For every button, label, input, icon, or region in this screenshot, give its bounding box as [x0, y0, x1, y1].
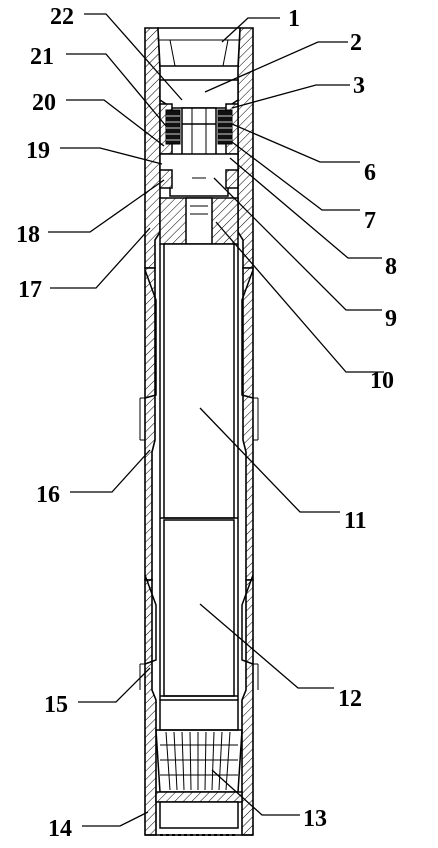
label-16: 16 — [36, 482, 60, 508]
lower-inner-tube — [163, 519, 235, 697]
label-14: 14 — [48, 816, 72, 842]
valve-assembly — [159, 79, 239, 245]
left-wall-lower — [144, 579, 157, 836]
label-22: 22 — [50, 4, 74, 30]
outer-housing — [139, 27, 259, 836]
label-15: 15 — [44, 692, 68, 718]
label-19: 19 — [26, 138, 50, 164]
valve-stem — [181, 107, 217, 159]
bottom-screen — [145, 699, 253, 836]
left-coil — [165, 109, 181, 145]
plug-bore — [185, 197, 213, 245]
right-wall-middle — [242, 267, 254, 581]
label-21: 21 — [30, 44, 54, 70]
label-6: 6 — [364, 160, 376, 186]
label-2: 2 — [350, 30, 362, 56]
top-funnel — [157, 27, 241, 67]
label-12: 12 — [338, 686, 362, 712]
label-18: 18 — [16, 222, 40, 248]
leader-lines — [48, 13, 384, 827]
label-10: 10 — [370, 368, 394, 394]
label-17: 17 — [18, 277, 42, 303]
inner-tubes — [159, 243, 239, 700]
label-13: 13 — [303, 806, 327, 832]
label-1: 1 — [288, 6, 300, 32]
upper-inner-tube — [163, 243, 235, 519]
label-11: 11 — [344, 508, 367, 534]
label-3: 3 — [353, 73, 365, 99]
label-9: 9 — [385, 306, 397, 332]
left-wall-middle — [144, 267, 156, 581]
right-coil — [217, 109, 233, 145]
label-7: 7 — [364, 208, 376, 234]
right-seal — [225, 169, 239, 189]
left-seal — [159, 169, 173, 189]
label-20: 20 — [32, 90, 56, 116]
label-8: 8 — [385, 254, 397, 280]
right-wall-lower — [241, 579, 254, 836]
part-labels: 1 2 3 6 7 8 9 10 11 12 13 14 15 16 17 18… — [16, 4, 397, 842]
